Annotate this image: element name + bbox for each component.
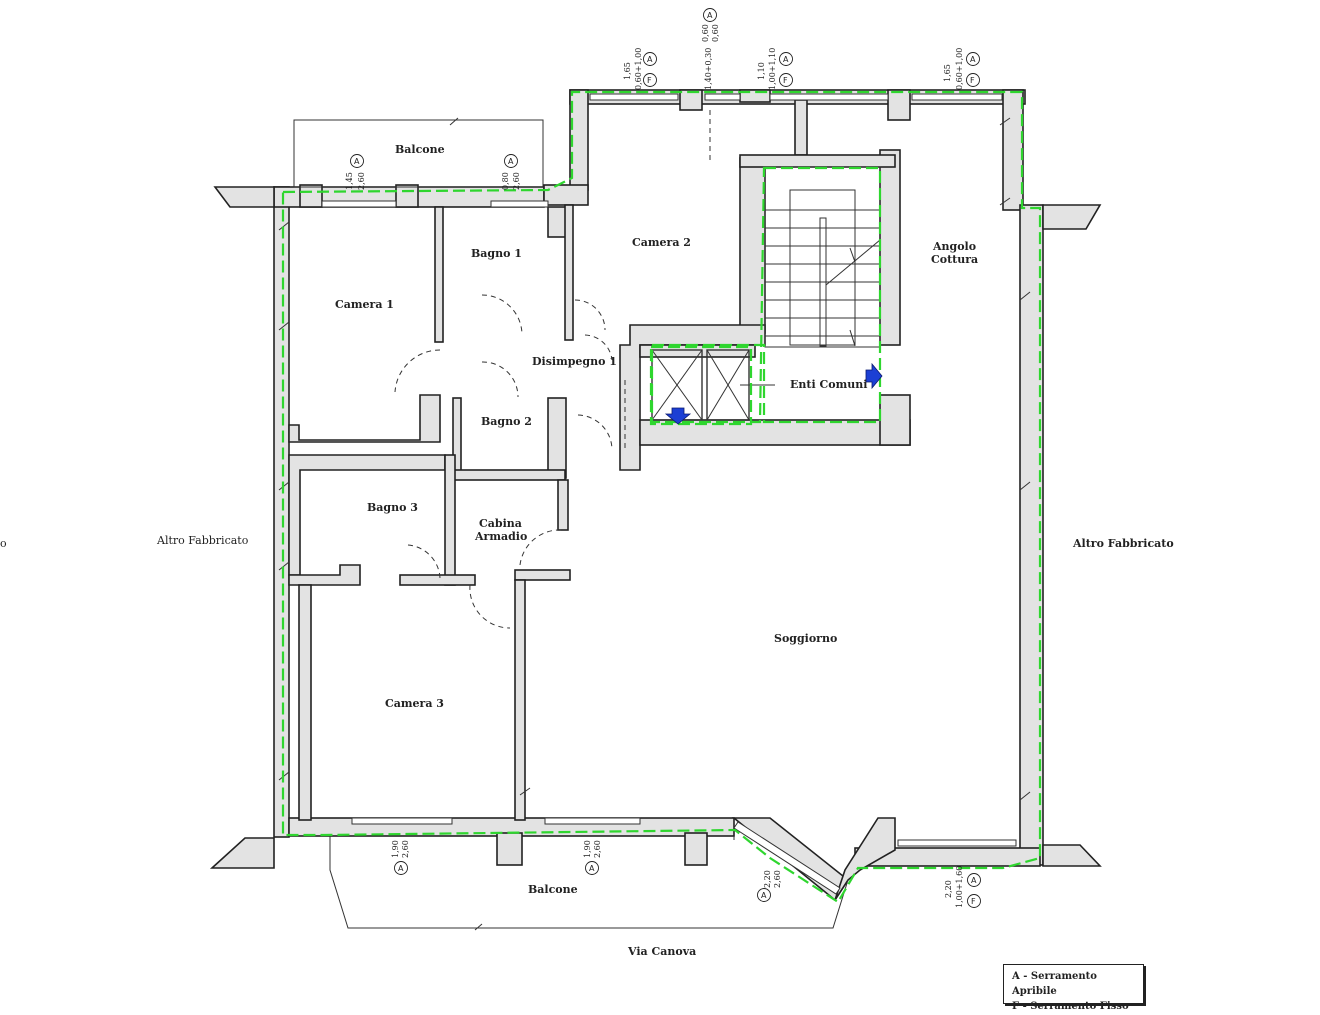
svg-text:2,20: 2,20: [763, 870, 772, 888]
window-markers: A F 1,65 0,60+1,00 A 0,60 0,60 1,40+0,30…: [345, 8, 981, 908]
label-balcone-top: Balcone: [395, 143, 445, 156]
lower-balcony: [329, 836, 849, 929]
arrow-right-icon: [865, 362, 883, 390]
label-angolo-cottura-1: Angolo: [932, 240, 976, 253]
label-camera-3: Camera 3: [385, 697, 444, 710]
svg-text:A: A: [589, 864, 595, 873]
windows: [321, 93, 1017, 895]
svg-text:A: A: [398, 864, 404, 873]
svg-text:2,60: 2,60: [773, 870, 782, 888]
label-camera-2: Camera 2: [632, 236, 691, 249]
entrance-arrows: [664, 362, 883, 425]
room-labels: Balcone Camera 1 Bagno 1 Camera 2 Angolo…: [0, 143, 1174, 958]
svg-text:F: F: [971, 897, 976, 906]
label-altro-fabbricato-left: Altro Fabbricato: [156, 534, 249, 547]
svg-text:F: F: [647, 76, 652, 85]
legend-line-fisso: F - Serramento Fisso: [1012, 1001, 1129, 1012]
label-cabina-2: Armadio: [474, 530, 527, 543]
svg-text:2,60: 2,60: [401, 840, 410, 858]
property-boundary: [281, 90, 1042, 904]
svg-text:1,45: 1,45: [345, 172, 354, 190]
svg-text:1,65: 1,65: [623, 62, 632, 80]
label-bagno-3: Bagno 3: [367, 501, 418, 514]
label-altro-fabbricato-right: Altro Fabbricato: [1072, 537, 1174, 550]
svg-text:2,60: 2,60: [512, 172, 521, 190]
label-bagno-2: Bagno 2: [481, 415, 532, 428]
legend-box: A - Serramento Apribile F - Serramento F…: [1003, 964, 1144, 1012]
label-cabina-1: Cabina: [479, 517, 522, 530]
svg-text:1,00+1,10: 1,00+1,10: [768, 48, 777, 90]
svg-text:2,60: 2,60: [593, 840, 602, 858]
label-enti-comuni: Enti Comuni: [790, 378, 867, 391]
svg-text:1,90: 1,90: [391, 840, 400, 858]
svg-text:2,60: 2,60: [357, 172, 366, 190]
label-via-canova: Via Canova: [627, 945, 696, 958]
upper-balcony: [293, 119, 544, 188]
svg-text:1,40+0,30: 1,40+0,30: [704, 48, 713, 90]
label-camera-1: Camera 1: [335, 298, 394, 311]
wall-ticks: [278, 117, 1031, 931]
svg-text:2,20: 2,20: [944, 880, 953, 898]
svg-text:F: F: [970, 76, 975, 85]
door-swings: [394, 110, 711, 629]
svg-text:A: A: [761, 891, 767, 900]
svg-text:0,60: 0,60: [701, 24, 710, 42]
svg-text:A: A: [707, 11, 713, 20]
svg-text:A: A: [647, 55, 653, 64]
lift-shafts: [651, 349, 775, 421]
staircase: [764, 166, 881, 348]
svg-text:0,60: 0,60: [711, 24, 720, 42]
svg-text:1,00+1,60: 1,00+1,60: [955, 866, 964, 908]
label-angolo-cottura-2: Cottura: [931, 253, 978, 266]
svg-text:A: A: [354, 157, 360, 166]
svg-text:1,90: 1,90: [583, 840, 592, 858]
svg-text:F: F: [783, 76, 788, 85]
svg-text:0,60+1,00: 0,60+1,00: [955, 48, 964, 90]
label-bagno-1: Bagno 1: [471, 247, 522, 260]
arrow-down-icon: [664, 407, 692, 425]
svg-text:A: A: [508, 157, 514, 166]
legend-line-apribile: A - Serramento Apribile: [1012, 971, 1097, 997]
svg-text:0,60+1,00: 0,60+1,00: [634, 48, 643, 90]
svg-text:1,65: 1,65: [943, 64, 952, 82]
svg-text:0,80: 0,80: [501, 172, 510, 190]
svg-text:1,10: 1,10: [757, 62, 766, 80]
svg-text:A: A: [783, 55, 789, 64]
label-disimpegno-1: Disimpegno 1: [532, 355, 617, 368]
label-soggiorno: Soggiorno: [774, 632, 837, 645]
label-left-edge: o: [0, 537, 7, 550]
label-balcone-bottom: Balcone: [528, 883, 578, 896]
svg-text:A: A: [971, 876, 977, 885]
svg-text:A: A: [970, 55, 976, 64]
walls: [209, 89, 1102, 902]
